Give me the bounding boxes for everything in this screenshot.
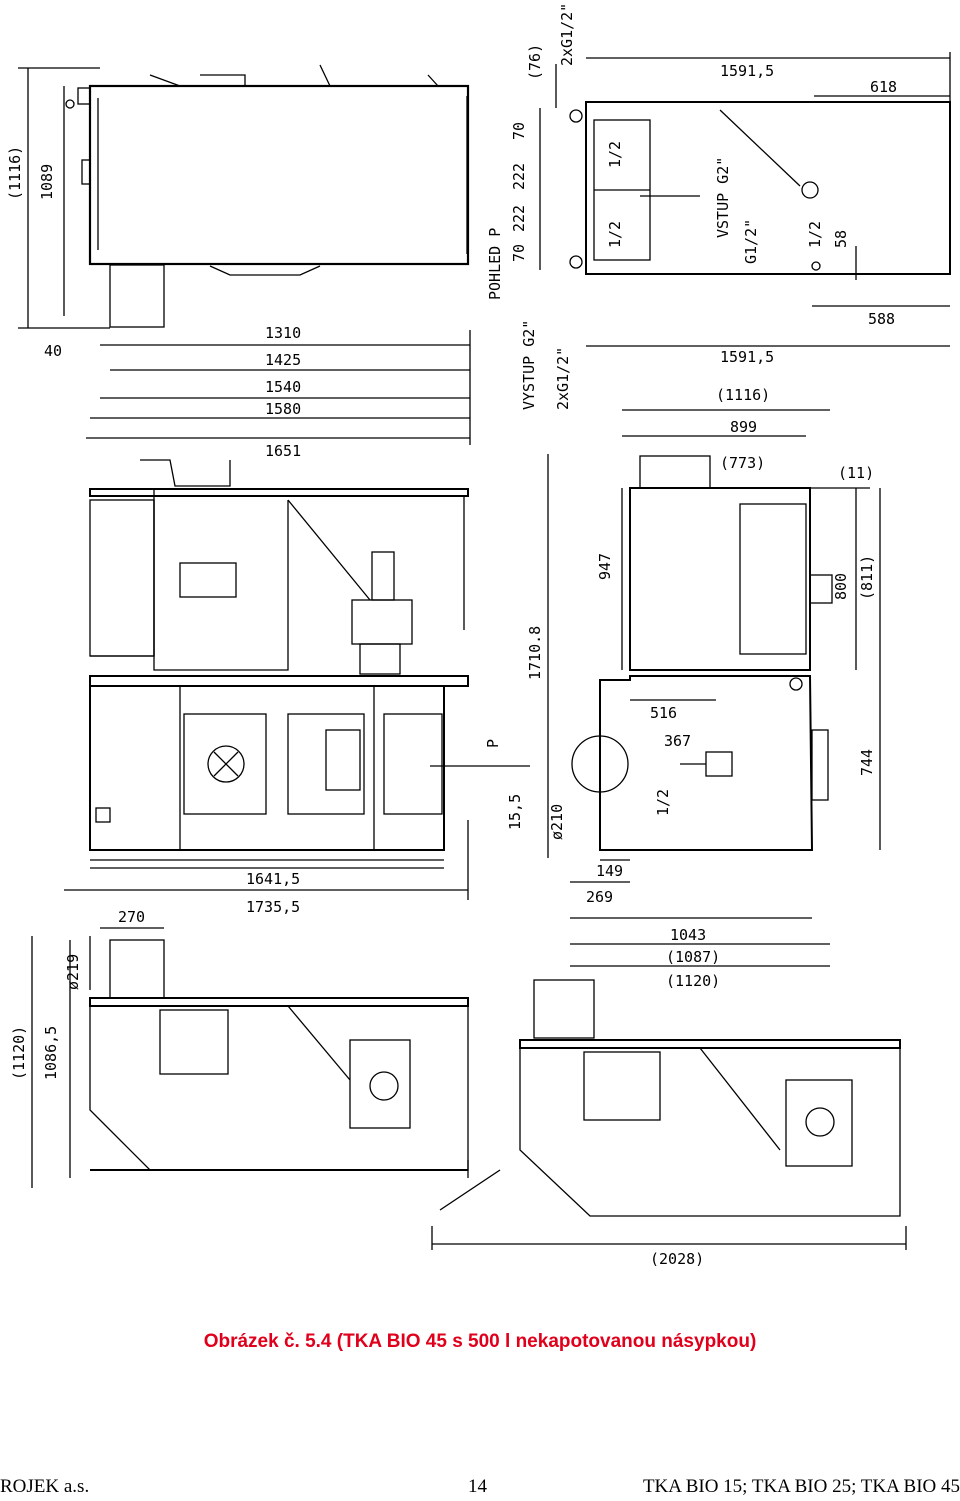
dim-label: 2xG1/2"	[554, 347, 572, 410]
dim-label: 1580	[265, 400, 301, 418]
dim-label: (2028)	[650, 1250, 704, 1268]
dim-label: 744	[858, 749, 876, 776]
dim-label: G1/2"	[742, 219, 760, 264]
dim-label: 1/2	[806, 221, 824, 248]
footer-company: ROJEK a.s.	[0, 1476, 90, 1497]
dim-label: (811)	[858, 555, 876, 600]
dim-label: POHLED P	[486, 228, 504, 300]
dim-label: VYSTUP G2"	[520, 320, 538, 410]
dim-label: 1425	[265, 351, 301, 369]
dim-label: 800	[832, 573, 850, 600]
bottom-left-view	[89, 939, 469, 1178]
side-view-dimensions	[547, 409, 881, 967]
dim-label: 1310	[265, 324, 301, 342]
dim-label: 1540	[265, 378, 301, 396]
top-right-view	[569, 101, 951, 275]
dim-label: 1086,5	[42, 1026, 60, 1080]
front-view-dimensions	[64, 765, 530, 900]
technical-drawing: (1116) 1089 40 1310 1425 1540 1580 1651 …	[6, 3, 951, 1268]
dim-label: 1089	[38, 164, 56, 200]
middle-left-view	[89, 459, 469, 687]
dim-label: 222	[510, 205, 528, 232]
dim-label: 40	[44, 342, 62, 360]
bottom-left-dimensions	[31, 927, 164, 1188]
footer-product-names: TKA BIO 15; TKA BIO 25; TKA BIO 45	[642, 1476, 960, 1497]
top-left-dimensions	[18, 67, 471, 445]
dim-label: (1120)	[666, 972, 720, 990]
dim-label: 1591,5	[720, 62, 774, 80]
dim-label: 1/2	[606, 141, 624, 168]
dim-label: VSTUP G2"	[714, 157, 732, 238]
dim-label: (1116)	[6, 146, 24, 200]
dim-label: (1120)	[10, 1026, 28, 1080]
dim-label: 947	[596, 553, 614, 580]
dim-label: 588	[868, 310, 895, 328]
dim-label: 15,5	[506, 794, 524, 830]
dim-label: 1/2	[654, 789, 672, 816]
dim-label: 1591,5	[720, 348, 774, 366]
dim-label: 1651	[265, 442, 301, 460]
dimension-labels: (1116) 1089 40 1310 1425 1540 1580 1651 …	[6, 3, 897, 1268]
dim-label: 1/2	[606, 221, 624, 248]
bottom-right-dimensions	[431, 1226, 907, 1250]
top-right-dimensions	[539, 52, 951, 347]
front-view	[89, 685, 445, 861]
dim-label: 2xG1/2"	[558, 3, 576, 66]
dim-label: 516	[650, 704, 677, 722]
dim-label: 149	[596, 862, 623, 880]
dim-label: 270	[118, 908, 145, 926]
top-left-view	[65, 64, 470, 328]
dim-label: (773)	[720, 454, 765, 472]
dim-label: 1735,5	[246, 898, 300, 916]
dim-label: 269	[586, 888, 613, 906]
dim-label: 1043	[670, 926, 706, 944]
side-view	[571, 455, 870, 851]
dim-label: 70	[510, 122, 528, 140]
page-footer: ROJEK a.s. 14 TKA BIO 15; TKA BIO 25; TK…	[0, 1476, 960, 1501]
dim-label: 1641,5	[246, 870, 300, 888]
dim-label: 58	[832, 230, 850, 248]
dim-label: 618	[870, 78, 897, 96]
footer-page-number: 14	[468, 1476, 487, 1497]
dim-label: (1116)	[716, 386, 770, 404]
dim-label: 222	[510, 163, 528, 190]
dim-label: ø210	[548, 804, 566, 840]
dim-label: (11)	[838, 464, 874, 482]
dim-label: ø219	[64, 954, 82, 990]
dim-label: 367	[664, 732, 691, 750]
dim-label: 1710.8	[526, 626, 544, 680]
dim-label: (76)	[526, 44, 544, 80]
dim-label: 70	[510, 244, 528, 262]
bottom-right-view	[439, 979, 901, 1217]
figure-caption: Obrázek č. 5.4 (TKA BIO 45 s 500 l nekap…	[203, 1331, 757, 1352]
dim-label: (1087)	[666, 948, 720, 966]
dim-label: P	[484, 739, 502, 748]
dim-label: 899	[730, 418, 757, 436]
